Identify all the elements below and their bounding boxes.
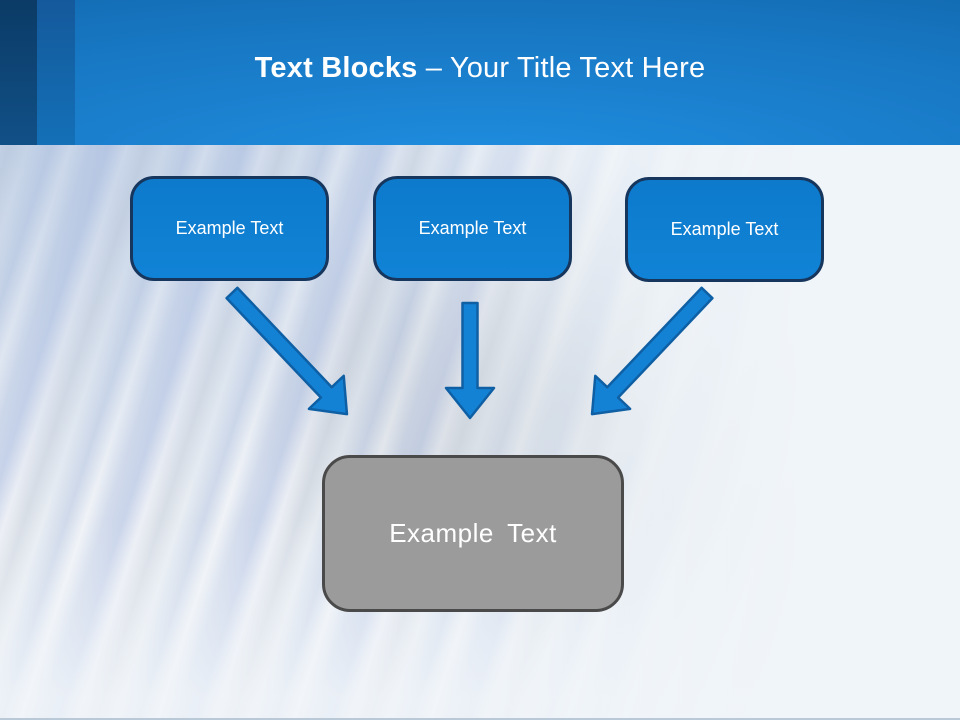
page-title-separator: – (425, 52, 443, 84)
bottom-accent-line (0, 718, 960, 720)
text-block-3-label: Example Text (670, 219, 779, 239)
text-block-1-label: Example Text (175, 218, 284, 238)
text-block-2: Example Text (373, 176, 572, 281)
result-block: Example Text (322, 455, 624, 612)
page-title-regular: Your Title Text Here (449, 52, 706, 84)
result-block-label: Example Text (389, 518, 557, 548)
left-accent-band-dark (0, 0, 37, 145)
page-title-bold: Text Blocks (254, 52, 418, 84)
page-title: Text Blocks – Your Title Text Here (0, 52, 960, 85)
text-block-2-label: Example Text (418, 218, 527, 238)
left-accent-band-mid (37, 0, 75, 145)
header-band: Text Blocks – Your Title Text Here (0, 0, 960, 145)
text-block-1: Example Text (130, 176, 329, 281)
text-block-3: Example Text (625, 177, 824, 282)
